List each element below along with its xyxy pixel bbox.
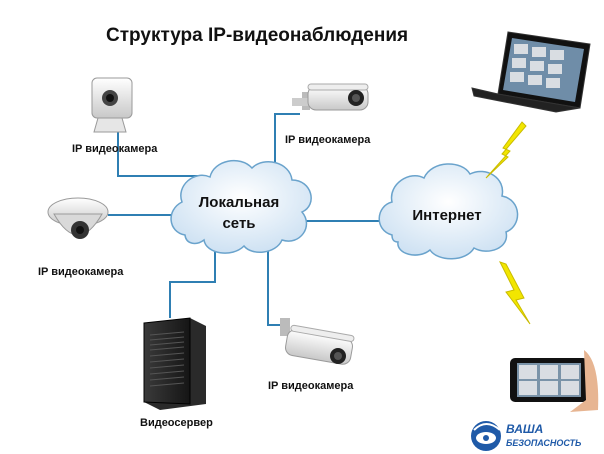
diagram-title: Структура IP-видеонаблюдения	[106, 25, 408, 46]
lightning-icon-2	[499, 261, 531, 325]
tablet-icon	[510, 350, 599, 412]
lightning-icon	[485, 121, 527, 179]
label-bullet-camera-top: IP видеокамера	[285, 134, 371, 146]
internet-cloud: Интернет	[378, 163, 519, 260]
label-dome-camera: IP видеокамера	[38, 266, 124, 278]
bullet-camera-top-icon	[292, 83, 369, 111]
lan-cloud: Локальная сеть	[170, 159, 312, 254]
link-server	[169, 245, 216, 318]
label-server: Видеосервер	[140, 417, 213, 429]
server-icon	[143, 317, 206, 410]
connection-lines	[108, 113, 388, 326]
brand-name-line1: ВАША	[506, 422, 543, 436]
internet-label: Интернет	[412, 207, 481, 224]
lan-label-line2: сеть	[222, 215, 255, 232]
dome-camera-icon	[47, 197, 109, 239]
lan-label-line1: Локальная	[199, 194, 279, 211]
link-cube-camera	[117, 131, 200, 177]
bullet-camera-bottom-icon	[280, 318, 355, 365]
brand-name-line2: БЕЗОПАСНОСТЬ	[506, 438, 582, 448]
brand-logo-icon	[471, 421, 501, 451]
link-top-bullet	[274, 113, 300, 170]
label-cube-camera: IP видеокамера	[72, 143, 158, 155]
label-bullet-camera-bottom: IP видеокамера	[268, 380, 354, 392]
link-bottom-bullet	[267, 245, 290, 326]
cube-camera-icon	[91, 77, 133, 133]
laptop-icon	[471, 31, 591, 113]
